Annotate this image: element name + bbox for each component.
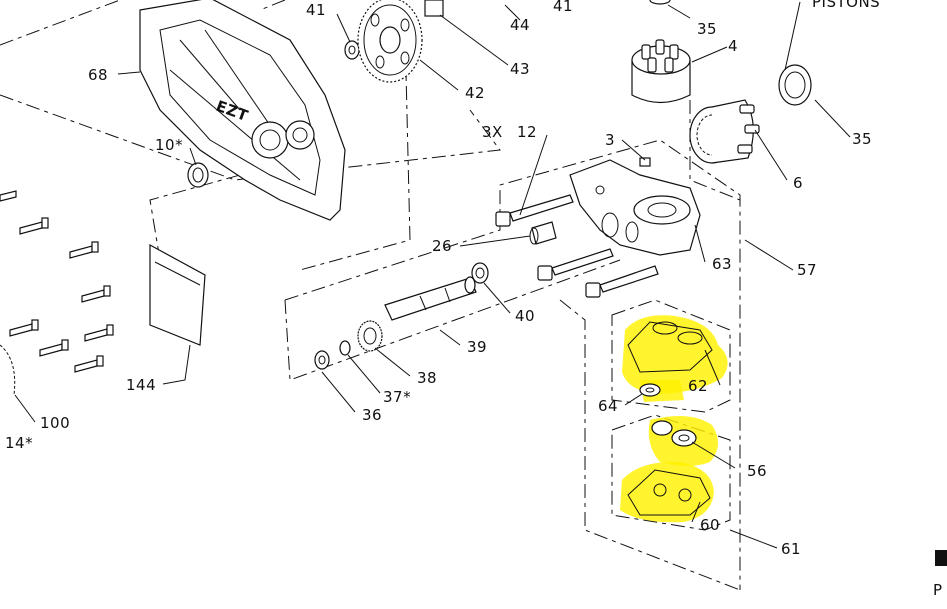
label-39: 39 bbox=[467, 338, 487, 356]
charge-gerotor-56 bbox=[651, 420, 697, 447]
cylinder-block-4 bbox=[631, 39, 691, 104]
charge-pump-housing-62 bbox=[627, 321, 713, 373]
part-labels: 41 44 41 35 PISTONS 4 68 43 42 3X 12 3 3… bbox=[5, 0, 880, 558]
label-56: 56 bbox=[747, 462, 767, 480]
washer-64 bbox=[639, 383, 661, 397]
pinion-43 bbox=[424, 0, 444, 17]
leader-lines bbox=[14, 1, 851, 549]
label-100: 100 bbox=[40, 414, 70, 432]
axle-shaft-39 bbox=[384, 276, 477, 321]
seal-10 bbox=[187, 162, 209, 188]
gear-42 bbox=[357, 0, 423, 83]
label-42: 42 bbox=[465, 84, 485, 102]
washer-40 bbox=[471, 262, 489, 284]
pin-3 bbox=[639, 157, 651, 167]
label-60: 60 bbox=[700, 516, 720, 534]
label-68: 68 bbox=[88, 66, 108, 84]
label-36: 36 bbox=[362, 406, 382, 424]
label-61: 61 bbox=[781, 540, 801, 558]
bushing-26 bbox=[529, 221, 557, 245]
motor-block-6 bbox=[689, 99, 760, 164]
center-section-63 bbox=[569, 159, 701, 256]
label-10: 10* bbox=[155, 136, 183, 154]
highlight-region bbox=[620, 315, 728, 523]
assembly-boundaries bbox=[0, 0, 741, 591]
label-3x: 3X bbox=[482, 123, 503, 141]
filter-144 bbox=[149, 243, 206, 346]
label-35: 35 bbox=[852, 130, 872, 148]
ring-37 bbox=[339, 340, 351, 356]
label-37: 37* bbox=[383, 388, 411, 406]
bolts-left bbox=[0, 190, 114, 373]
label-44: 44 bbox=[510, 16, 530, 34]
washer-41 bbox=[344, 40, 360, 60]
label-pistons: PISTONS bbox=[812, 0, 880, 11]
label-14: 14* bbox=[5, 434, 33, 452]
label-12: 12 bbox=[517, 123, 537, 141]
label-41b: 41 bbox=[553, 0, 573, 15]
legend-fragment: P bbox=[933, 550, 947, 599]
thrust-bearing-35 bbox=[778, 64, 812, 106]
label-3: 3 bbox=[605, 131, 615, 149]
label-6: 6 bbox=[793, 174, 803, 192]
label-63: 63 bbox=[712, 255, 732, 273]
charge-cover-60 bbox=[627, 469, 711, 516]
label-41a: 41 bbox=[306, 1, 326, 19]
label-43: 43 bbox=[510, 60, 530, 78]
label-64: 64 bbox=[598, 397, 618, 415]
washer-36 bbox=[314, 350, 330, 370]
label-62: 62 bbox=[688, 377, 708, 395]
label-144: 144 bbox=[126, 376, 156, 394]
label-38: 38 bbox=[417, 369, 437, 387]
thrust-bearing-35-top bbox=[649, 0, 671, 5]
label-57: 57 bbox=[797, 261, 817, 279]
label-26: 26 bbox=[432, 237, 452, 255]
label-40: 40 bbox=[515, 307, 535, 325]
label-4: 4 bbox=[728, 37, 738, 55]
housing-cover-68: EZT bbox=[139, 0, 346, 221]
legend-partial-text: P bbox=[933, 581, 943, 599]
label-35-top: 35 bbox=[697, 20, 717, 38]
gear-38 bbox=[357, 320, 383, 352]
bolts-12 bbox=[495, 194, 659, 298]
chain-100 bbox=[0, 344, 16, 396]
